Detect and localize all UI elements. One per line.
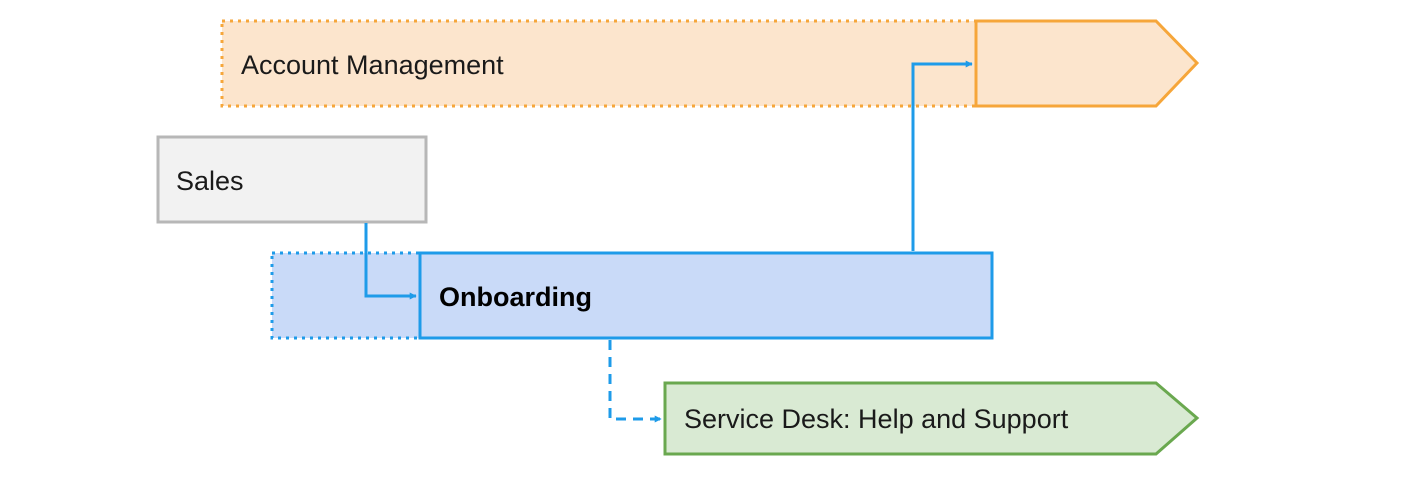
node-account-management[interactable]: Account Management — [220, 19, 978, 108]
account-management-tip[interactable] — [974, 19, 1200, 108]
service-desk-shape — [663, 381, 1200, 456]
edge-onboarding-to-account-management — [911, 60, 973, 251]
node-service-desk[interactable]: Service Desk: Help and Support — [663, 381, 1200, 456]
account-management-box — [220, 19, 978, 108]
service-desk-label: Service Desk: Help and Support — [684, 404, 1069, 434]
edge-onboarding-to-service-desk — [608, 340, 662, 423]
sales-box — [156, 135, 428, 224]
node-sales[interactable]: Sales — [156, 135, 428, 224]
account-management-label: Account Management — [241, 50, 504, 80]
onboarding-label: Onboarding — [439, 282, 592, 312]
edge-sales-to-onboarding — [364, 223, 417, 300]
sales-label: Sales — [176, 166, 244, 196]
onboarding-box — [418, 251, 994, 340]
node-onboarding[interactable]: Onboarding — [418, 251, 994, 340]
